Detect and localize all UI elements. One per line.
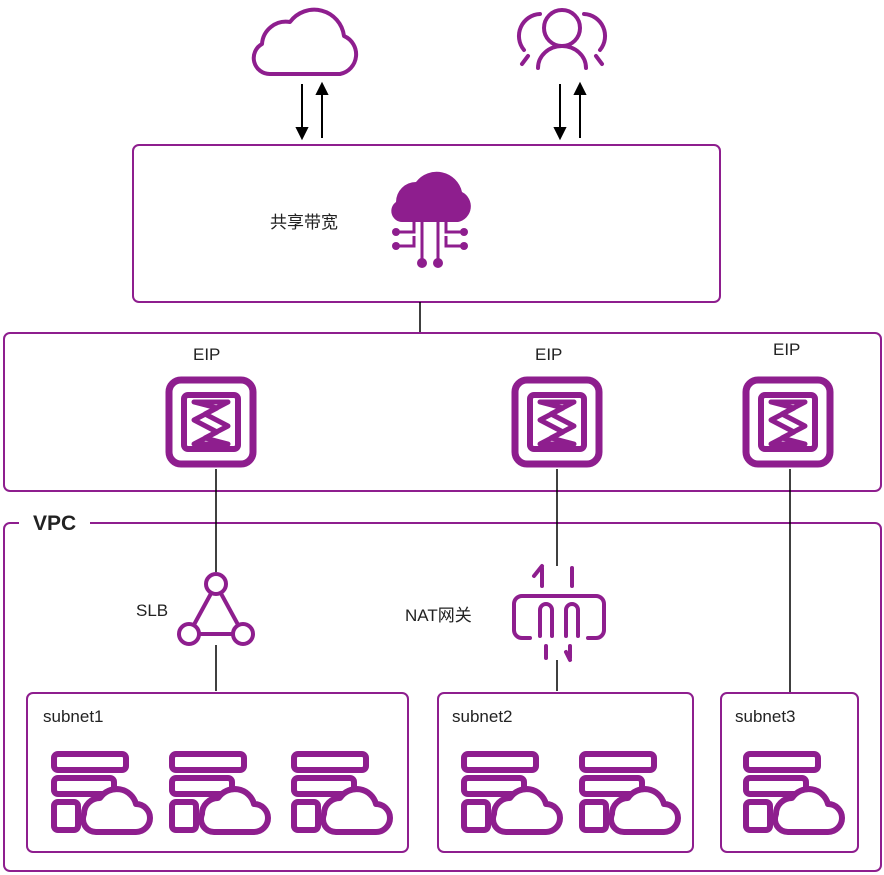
slb-icon [177, 572, 255, 646]
bandwidth-cloud-icon [391, 171, 471, 268]
eip-label-1: EIP [193, 345, 221, 364]
vpc-box [3, 522, 882, 872]
eip-icon-2 [515, 380, 599, 464]
nat-gateway-icon [512, 564, 606, 662]
traffic-arrows [295, 81, 587, 141]
subnet3-label: subnet3 [735, 707, 796, 726]
shared-bandwidth-box [132, 144, 721, 303]
nat-gateway-label: NAT网关 [405, 606, 472, 625]
eip-icon-3 [746, 380, 830, 464]
connector-lines [215, 469, 791, 693]
eip-label-3: EIP [773, 340, 801, 359]
users-icon [516, 8, 608, 70]
internet-cloud-icon [251, 7, 359, 77]
eip-label-2: EIP [535, 345, 563, 364]
slb-label: SLB [136, 601, 169, 620]
subnet2-label: subnet2 [452, 707, 513, 726]
vpc-label: VPC [19, 512, 91, 536]
subnet1-label: subnet1 [43, 707, 104, 726]
shared-bandwidth-label: 共享带宽 [270, 213, 338, 232]
eip-icon-1 [169, 380, 253, 464]
